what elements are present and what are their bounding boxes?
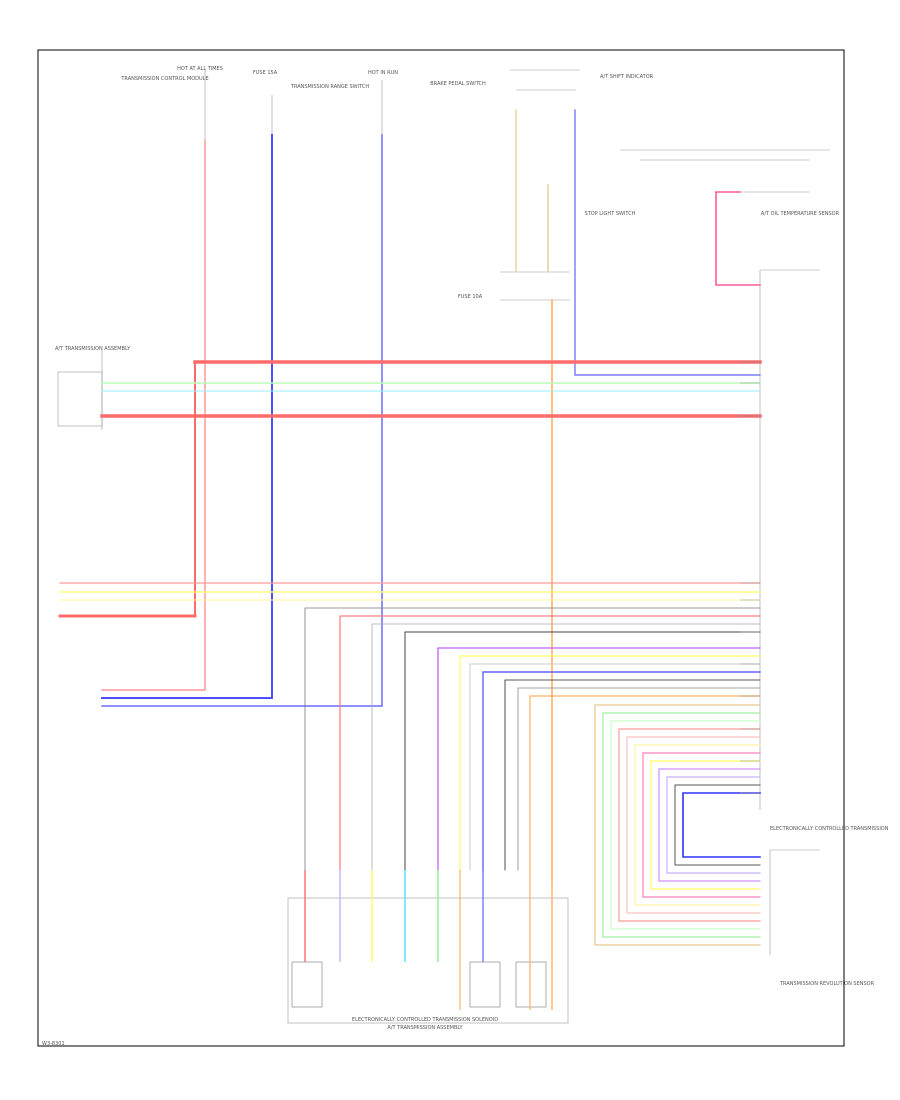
wire-black-d9 bbox=[504, 679, 761, 871]
wire-lgray-d3 bbox=[371, 623, 761, 871]
wire-dgray-d4 bbox=[404, 631, 761, 871]
wire-lgreen-r3 bbox=[610, 720, 761, 930]
wire-lyellow-r6 bbox=[634, 744, 761, 906]
label-bottom-2: A/T TRANSMISSION ASSEMBLY bbox=[387, 1025, 463, 1031]
label-right-module: ELECTRONICALLY CONTROLLED TRANSMISSION bbox=[770, 826, 889, 832]
label-side-left: A/T TRANSMISSION ASSEMBLY bbox=[55, 346, 131, 352]
label-fuse-a: FUSE 15A bbox=[253, 70, 278, 76]
wire-blue-v2 bbox=[101, 134, 383, 707]
wire-pink-d2 bbox=[339, 615, 761, 871]
label-oil-temp: A/T OIL TEMPERATURE SENSOR bbox=[761, 211, 840, 217]
corner-code: W3-8301 bbox=[42, 1041, 65, 1047]
label-hot-always: HOT AT ALL TIMES bbox=[177, 66, 223, 72]
label-right-bottom: TRANSMISSION REVOLUTION SENSOR bbox=[779, 981, 875, 987]
wire-green-r2 bbox=[602, 712, 761, 938]
wire-dgray-r11 bbox=[674, 784, 761, 866]
solenoid-connector bbox=[287, 870, 569, 1024]
wire-lpink-r5 bbox=[626, 736, 761, 914]
wire-pink-v1 bbox=[101, 139, 206, 691]
label-trans-range: TRANSMISSION RANGE SWITCH bbox=[290, 84, 369, 90]
wire-lgray-d7 bbox=[469, 663, 761, 871]
wire-pink-r4 bbox=[618, 728, 761, 922]
right-lower-module bbox=[769, 849, 820, 955]
top-connectors bbox=[204, 69, 830, 810]
wire-lav-v1 bbox=[574, 109, 761, 376]
wire-gray-d10 bbox=[517, 687, 761, 871]
wires bbox=[58, 109, 762, 946]
label-shift-indicator: A/T SHIFT INDICATOR bbox=[600, 74, 654, 80]
wire-pink-r7 bbox=[642, 752, 761, 898]
wire-blue-v1 bbox=[101, 134, 273, 699]
wire-pink-rt bbox=[715, 191, 761, 286]
label-ctrl: FUSE 10A bbox=[458, 294, 483, 300]
label-bottom-1: ELECTRONICALLY CONTROLLED TRANSMISSION S… bbox=[352, 1017, 498, 1023]
wire-violet-d5 bbox=[437, 647, 761, 871]
label-brake-pedal: BRAKE PEDAL SWITCH bbox=[430, 81, 486, 87]
wire-orange-d11 bbox=[529, 695, 761, 871]
label-hot-in-run: HOT IN RUN bbox=[368, 70, 398, 76]
right-connector-ticks bbox=[740, 361, 760, 794]
wire-blue-r12 bbox=[682, 792, 761, 858]
wire-blue-d8 bbox=[482, 671, 761, 871]
top-labels: TRANSMISSION CONTROL MODULE HOT AT ALL T… bbox=[42, 66, 889, 1047]
left-module bbox=[57, 350, 103, 430]
wire-violet-r9 bbox=[658, 768, 761, 882]
wire-yellow-d6 bbox=[459, 655, 761, 871]
wire-yellow-r8 bbox=[650, 760, 761, 890]
wire-gray-d1 bbox=[304, 607, 761, 871]
diagram-frame bbox=[37, 49, 845, 1047]
wire-lav-r10 bbox=[666, 776, 761, 874]
label-tcm: TRANSMISSION CONTROL MODULE bbox=[120, 76, 208, 82]
label-stop-light: STOP LIGHT SWITCH bbox=[585, 211, 636, 217]
wire-tan-r1 bbox=[594, 704, 761, 946]
